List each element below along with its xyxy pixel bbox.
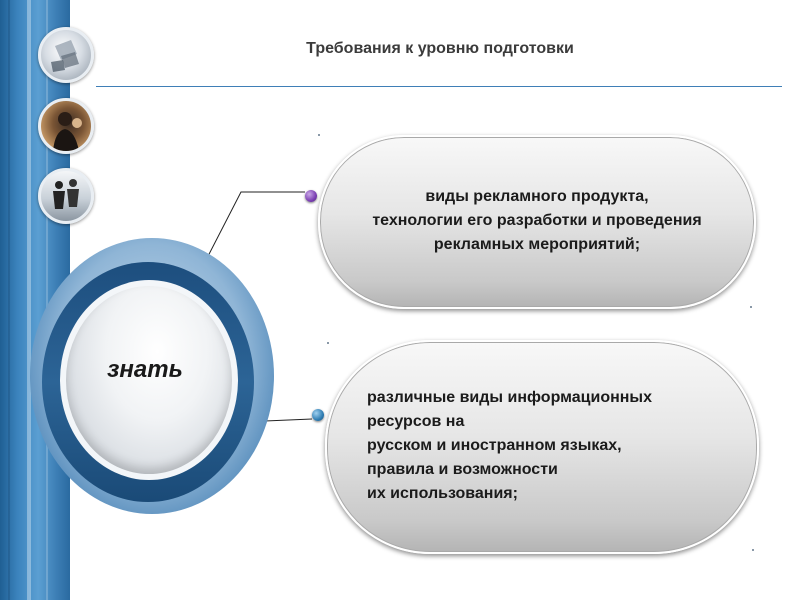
photo-icon	[38, 27, 94, 83]
decor-dot	[327, 342, 329, 344]
requirement-line: технологии его разработки и проведения	[372, 212, 702, 229]
requirement-text-1: виды рекламного продукта, технологии его…	[320, 185, 754, 257]
requirement-line: рекламных мероприятий;	[433, 236, 641, 253]
requirement-line: русском и иностранном языках,	[367, 437, 622, 454]
photo-icon	[38, 98, 94, 154]
photo-icon	[38, 168, 94, 224]
requirement-box-2: различные виды информационных ресурсов н…	[325, 340, 759, 554]
center-label: знать	[107, 356, 183, 383]
requirement-line: виды рекламного продукта,	[425, 188, 649, 205]
bullet-icon	[305, 190, 317, 202]
page-title: Требования к уровню подготовки	[306, 40, 574, 57]
sidebar-stripe	[46, 0, 48, 600]
decor-dot	[752, 549, 754, 551]
center-circle-face	[66, 286, 232, 474]
requirement-text-2: различные виды информационных ресурсов н…	[367, 386, 652, 506]
decor-dot	[750, 306, 752, 308]
title-divider	[96, 86, 782, 87]
requirement-box-1: виды рекламного продукта, технологии его…	[318, 135, 756, 309]
requirement-line: их использования;	[367, 485, 518, 502]
requirement-line: различные виды информационных	[367, 389, 652, 406]
sidebar-stripe	[8, 0, 10, 600]
bullet-icon	[312, 409, 324, 421]
decor-dot	[318, 134, 320, 136]
requirement-line: ресурсов на	[367, 413, 465, 430]
requirement-line: правила и возможности	[367, 461, 558, 478]
sidebar-stripe	[27, 0, 31, 600]
